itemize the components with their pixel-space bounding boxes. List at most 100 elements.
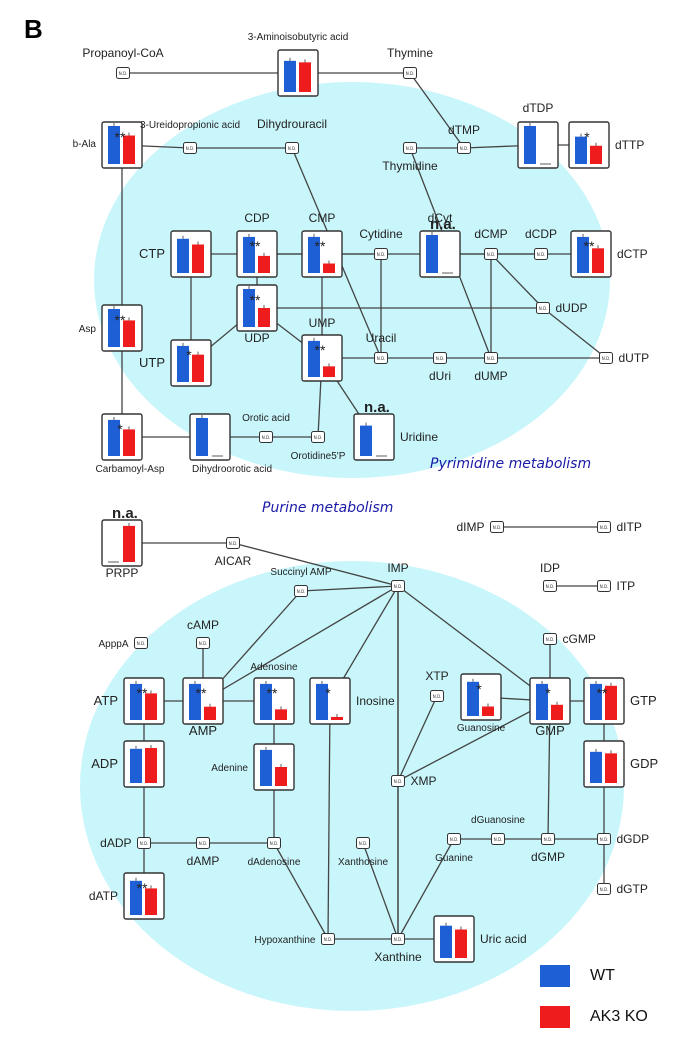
not-available-marker: n.a. bbox=[430, 216, 456, 233]
metabolite-label: XMP bbox=[411, 774, 437, 788]
bar-wt bbox=[426, 235, 438, 273]
nd-label: N.D. bbox=[119, 71, 128, 76]
metabolite-dudp: N.D.dUDP bbox=[536, 301, 588, 315]
bar-ko bbox=[605, 685, 617, 720]
bar-ko bbox=[605, 753, 617, 783]
metabolite-dcyt: n.a.dCyt bbox=[419, 211, 461, 278]
metabolite-idp: N.D.IDP bbox=[540, 561, 560, 592]
metabolite-label: IMP bbox=[387, 561, 408, 575]
metabolite-dttp: *dTTP bbox=[568, 121, 644, 169]
bar-wt bbox=[130, 880, 142, 915]
metabolite-thymine: N.D. Thymine bbox=[387, 46, 433, 79]
metabolite-utp: *UTP bbox=[139, 339, 212, 387]
significance-marker: * bbox=[476, 681, 482, 697]
nd-box bbox=[433, 352, 447, 364]
metabolite-label: Inosine bbox=[356, 694, 395, 708]
bar-wt bbox=[360, 425, 372, 456]
panel-label: B bbox=[24, 14, 43, 44]
nd-label: N.D. bbox=[377, 356, 386, 361]
significance-marker: ** bbox=[250, 238, 261, 254]
nd-box bbox=[374, 248, 388, 260]
metabolite-label: dCyt bbox=[428, 211, 453, 225]
metabolite-label: dCMP bbox=[474, 227, 507, 241]
metabolite-label: Propanoyl-CoA bbox=[82, 46, 163, 60]
metabolite-ump: ** UMP bbox=[301, 316, 343, 382]
metabolite-label: Orotidine5'P bbox=[291, 451, 346, 462]
bar-wt bbox=[260, 749, 272, 786]
metabolite-label: dADP bbox=[100, 836, 131, 850]
nd-label: N.D. bbox=[433, 694, 442, 699]
metabolite-dimp: N.D. dIMP bbox=[456, 520, 504, 534]
bar-wt bbox=[130, 748, 142, 783]
edge-thymine-dtmp bbox=[409, 72, 465, 149]
edge-dcmp-dudp bbox=[490, 253, 544, 309]
significance-marker: * bbox=[117, 421, 123, 437]
bar-wt bbox=[189, 683, 201, 720]
nd-label: N.D. bbox=[199, 841, 208, 846]
nd-label: N.D. bbox=[297, 589, 306, 594]
bar-wt bbox=[536, 683, 548, 720]
nd-box bbox=[137, 837, 151, 849]
nd-label: N.D. bbox=[406, 71, 415, 76]
metabolite-orotic: N.D.Orotic acid bbox=[242, 413, 290, 443]
bar-wt bbox=[590, 683, 602, 720]
bar-wt bbox=[590, 751, 602, 783]
metabolite-udp: **UDP bbox=[236, 284, 278, 345]
metabolite-dguanosine: N.D.dGuanosine bbox=[471, 815, 525, 845]
nd-box bbox=[541, 833, 555, 845]
nd-box bbox=[534, 248, 548, 260]
metabolite-dctp: **dCTP bbox=[570, 230, 648, 278]
metabolite-label: Succinyl AMP bbox=[270, 567, 331, 578]
edge-xanthosine-xanthine bbox=[362, 842, 399, 940]
bar-wt bbox=[577, 236, 589, 273]
metabolite-dump: N.D.dUMP bbox=[474, 352, 508, 383]
significance-marker: ** bbox=[267, 685, 278, 701]
metabolite-cytidine: N.D.Cytidine bbox=[359, 227, 403, 260]
bar-ko bbox=[123, 135, 135, 164]
nd-label: N.D. bbox=[314, 435, 323, 440]
nd-label: N.D. bbox=[394, 779, 403, 784]
nd-label: N.D. bbox=[270, 841, 279, 846]
metabolite-cdp: **CDP bbox=[236, 211, 278, 278]
significance-marker: ** bbox=[315, 342, 326, 358]
nd-label: N.D. bbox=[137, 641, 146, 646]
nd-box bbox=[294, 585, 308, 597]
bar-ko bbox=[482, 706, 494, 716]
metabolite-dutp: N.D.dUTP bbox=[599, 351, 649, 365]
metabolite-label: Thymine bbox=[387, 46, 433, 60]
nd-box bbox=[543, 580, 557, 592]
nd-label: N.D. bbox=[450, 837, 459, 842]
metabolite-inosine: *Inosine bbox=[309, 677, 395, 725]
nd-box bbox=[490, 521, 504, 533]
metabolite-label: 3-Aminoisobutyric acid bbox=[248, 32, 349, 43]
metabolite-label: Uric acid bbox=[480, 932, 527, 946]
bar-wt bbox=[108, 419, 120, 456]
metabolite-label: Guanosine bbox=[457, 723, 506, 734]
nd-label: N.D. bbox=[546, 637, 555, 642]
metabolite-label: ADP bbox=[91, 756, 118, 771]
bar-wt bbox=[108, 309, 120, 347]
nd-box bbox=[447, 833, 461, 845]
bar-wt bbox=[177, 345, 189, 382]
metabolite-label: Xanthosine bbox=[338, 857, 388, 868]
metabolite-label: dIMP bbox=[456, 520, 484, 534]
metabolite-dgdp: N.D.dGDP bbox=[597, 832, 650, 846]
metabolite-label: dCTP bbox=[617, 247, 648, 261]
edge-dadenosine-hypoxanthine bbox=[273, 842, 329, 940]
nd-label: N.D. bbox=[493, 525, 502, 530]
metabolite-label: dAMP bbox=[187, 854, 220, 868]
bar-ko bbox=[551, 704, 563, 720]
edge-imp-gmp bbox=[397, 585, 551, 702]
metabolite-label: UMP bbox=[309, 316, 336, 330]
nd-box bbox=[403, 142, 417, 154]
edge-imp-amp bbox=[202, 585, 399, 702]
legend-wt: WT bbox=[540, 965, 615, 987]
metabolite-propanoyl: N.D. Propanoyl-CoA bbox=[82, 46, 164, 79]
nd-box bbox=[597, 521, 611, 533]
metabolite-succamp: N.D. Succinyl AMP bbox=[270, 567, 332, 597]
metabolite-label: dCDP bbox=[525, 227, 557, 241]
nd-box bbox=[311, 431, 325, 443]
nd-box bbox=[597, 883, 611, 895]
metabolite-label: dGDP bbox=[617, 832, 650, 846]
edge-succamp-imp bbox=[300, 585, 399, 592]
